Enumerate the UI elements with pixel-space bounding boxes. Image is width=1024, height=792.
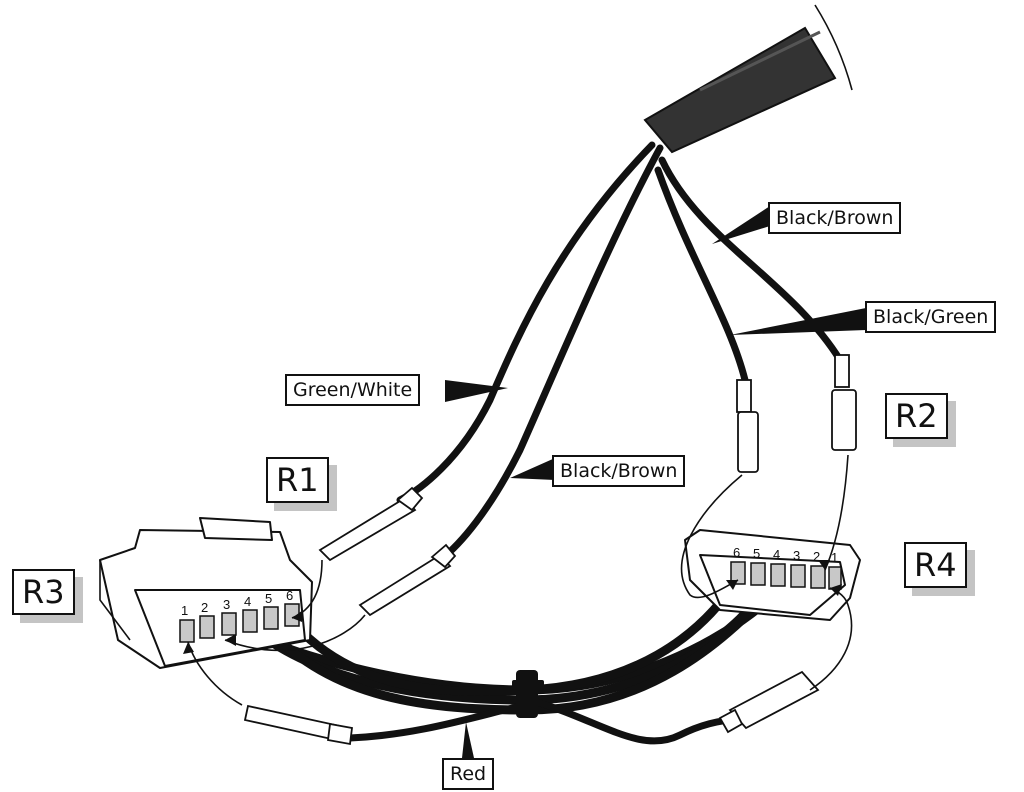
terminal-black-brown-left (358, 543, 457, 617)
terminal-red (243, 704, 353, 746)
connector-r3-pin-numbers: 1 2 3 4 5 6 (181, 588, 293, 618)
connector-r3-cavities (179, 603, 300, 643)
r3-pin-number: 6 (286, 588, 293, 603)
r4-pin-number: 4 (773, 547, 780, 562)
label-pointers (445, 206, 866, 758)
terminal-black-brown-right (831, 354, 857, 451)
label-black-brown-right: Black/Brown (768, 202, 902, 234)
r4-pin-number: 1 (831, 550, 838, 565)
label-black-brown-left: Black/Brown (552, 455, 686, 487)
r4-pin-number: 3 (793, 548, 800, 563)
reference-r4: R4 (904, 542, 967, 588)
reference-r3: R3 (12, 569, 75, 615)
label-red: Red (442, 758, 495, 790)
r3-pin-number: 2 (201, 600, 208, 615)
insertion-arrows (183, 454, 853, 706)
connector-r4-cavities (730, 561, 842, 590)
reference-r1: R1 (266, 457, 329, 503)
r4-pin-number: 2 (813, 549, 820, 564)
r3-pin-number: 3 (223, 597, 230, 612)
r4-pin-number: 6 (733, 545, 740, 560)
wire-r4-pin1-loop (526, 696, 739, 745)
wire-black-brown-left (436, 144, 664, 564)
r4-pin-number: 5 (753, 546, 760, 561)
label-black-green: Black/Green (865, 301, 997, 333)
r3-pin-number: 4 (244, 594, 251, 609)
reference-r2: R2 (885, 393, 948, 439)
connector-r3 (99, 517, 313, 669)
r3-pin-number: 1 (181, 603, 188, 618)
terminal-black-green (736, 379, 759, 473)
wire-black-green (654, 166, 749, 384)
connector-r4-pin-numbers: 6 5 4 3 2 1 (733, 545, 838, 565)
r3-pin-number: 5 (265, 591, 272, 606)
cable-tie (512, 670, 544, 718)
cable-sheath (643, 4, 853, 154)
wire-red (346, 701, 529, 742)
terminal-green-white (318, 486, 424, 562)
terminal-r4-pin1-loose (718, 670, 820, 734)
wire-green-white (396, 141, 656, 504)
label-green-white: Green/White (285, 374, 421, 406)
